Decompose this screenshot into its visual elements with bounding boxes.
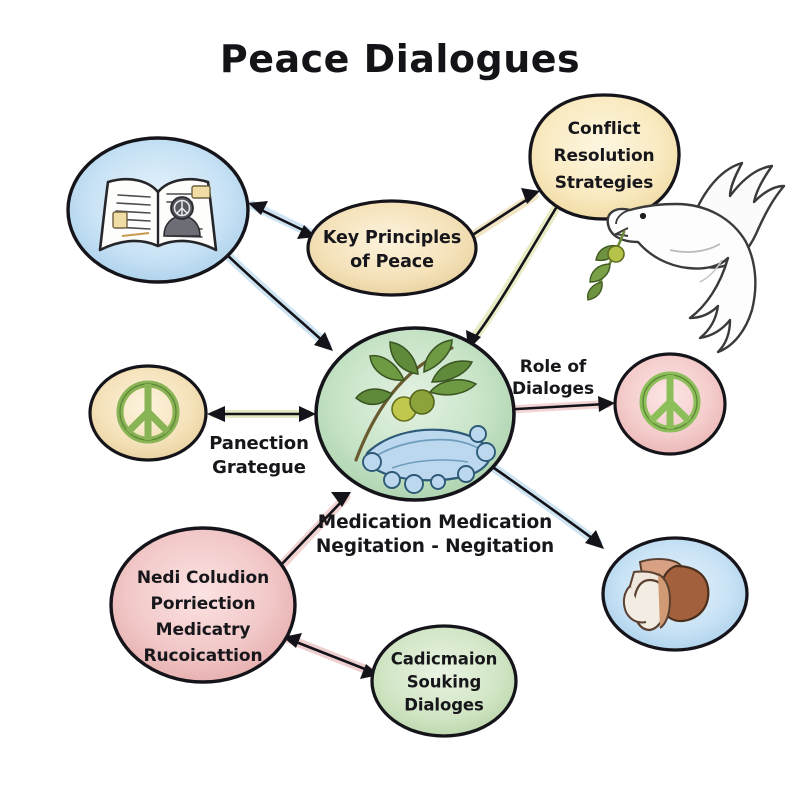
key-principles-label-line-2: of Peace [350,252,434,272]
mediation-pink-node[interactable]: Nedi Coludion Porriection Medicatry Ruco… [109,526,297,684]
edge-label-mediation-caption: Medication Medication Negitation - Negit… [316,512,554,557]
edge-center-to-handshake [489,463,604,549]
peace-symbol-icon [116,380,180,444]
edge-book-to-key-principles [247,200,316,239]
pink-node-label-line-1: Nedi Coludion [137,568,269,588]
green-node-label-line-3: Dialoges [404,696,484,715]
mediation-label-line-1: Medication Medication [318,512,552,533]
peace-symbol-right-node[interactable] [613,352,727,456]
handshake-icon [622,558,710,632]
pink-node-label-line-3: Medicatry [156,620,251,640]
dove-icon [606,161,786,354]
community-dialogues-node[interactable]: Cadicmaion Souking Dialoges [370,624,518,738]
edge-center-to-peace-left [207,406,316,422]
green-node-label-line-2: Souking [407,673,481,692]
pink-node-label-line-2: Porriection [151,594,256,614]
conflict-resolution-label-line-3: Strategies [555,173,654,193]
olive-branch-icon [586,230,626,301]
conflict-resolution-label-line-2: Resolution [553,146,654,166]
key-principles-node[interactable]: Key Principles of Peace [306,199,478,297]
key-principles-label-line-1: Key Principles [323,228,461,248]
green-node-label-line-1: Cadicmaion [391,650,498,669]
edge-key-principles-to-conflict-resolution [467,188,540,241]
edge-label-panection-grategue: Panection Grategue [209,433,309,478]
edge-book-to-center [219,247,333,351]
conflict-resolution-strategies-node[interactable]: Conflict Resolution Strategies [528,93,681,221]
mediation-label-line-2: Negitation - Negitation [316,536,554,557]
book-peace-node[interactable] [66,136,250,284]
edge-pink-node-to-green-node [283,633,379,679]
olive-branch-and-cloth-icon [354,339,496,494]
page-title: Peace Dialogues [220,37,580,81]
role-of-label-line-2: Dialoges [512,379,594,399]
dove-with-olive-branch-illustration [586,161,786,354]
open-book-with-peace-figure-icon [98,178,218,252]
edge-label-role-of-dialoges: Role of Dialoges [512,357,594,399]
role-of-label-line-1: Role of [520,357,587,377]
panection-label-line-1: Panection [209,433,309,454]
edge-center-to-peace-right [496,396,615,414]
peace-symbol-left-node[interactable] [88,364,208,462]
conflict-resolution-label-line-1: Conflict [568,119,641,139]
panection-label-line-2: Grategue [212,457,306,478]
pink-node-label-line-4: Rucoicattion [144,646,263,666]
central-peace-node[interactable] [314,326,516,502]
peace-symbol-icon [639,371,701,433]
handshake-node[interactable] [601,536,749,652]
edge-pink-node-to-center [276,492,351,571]
